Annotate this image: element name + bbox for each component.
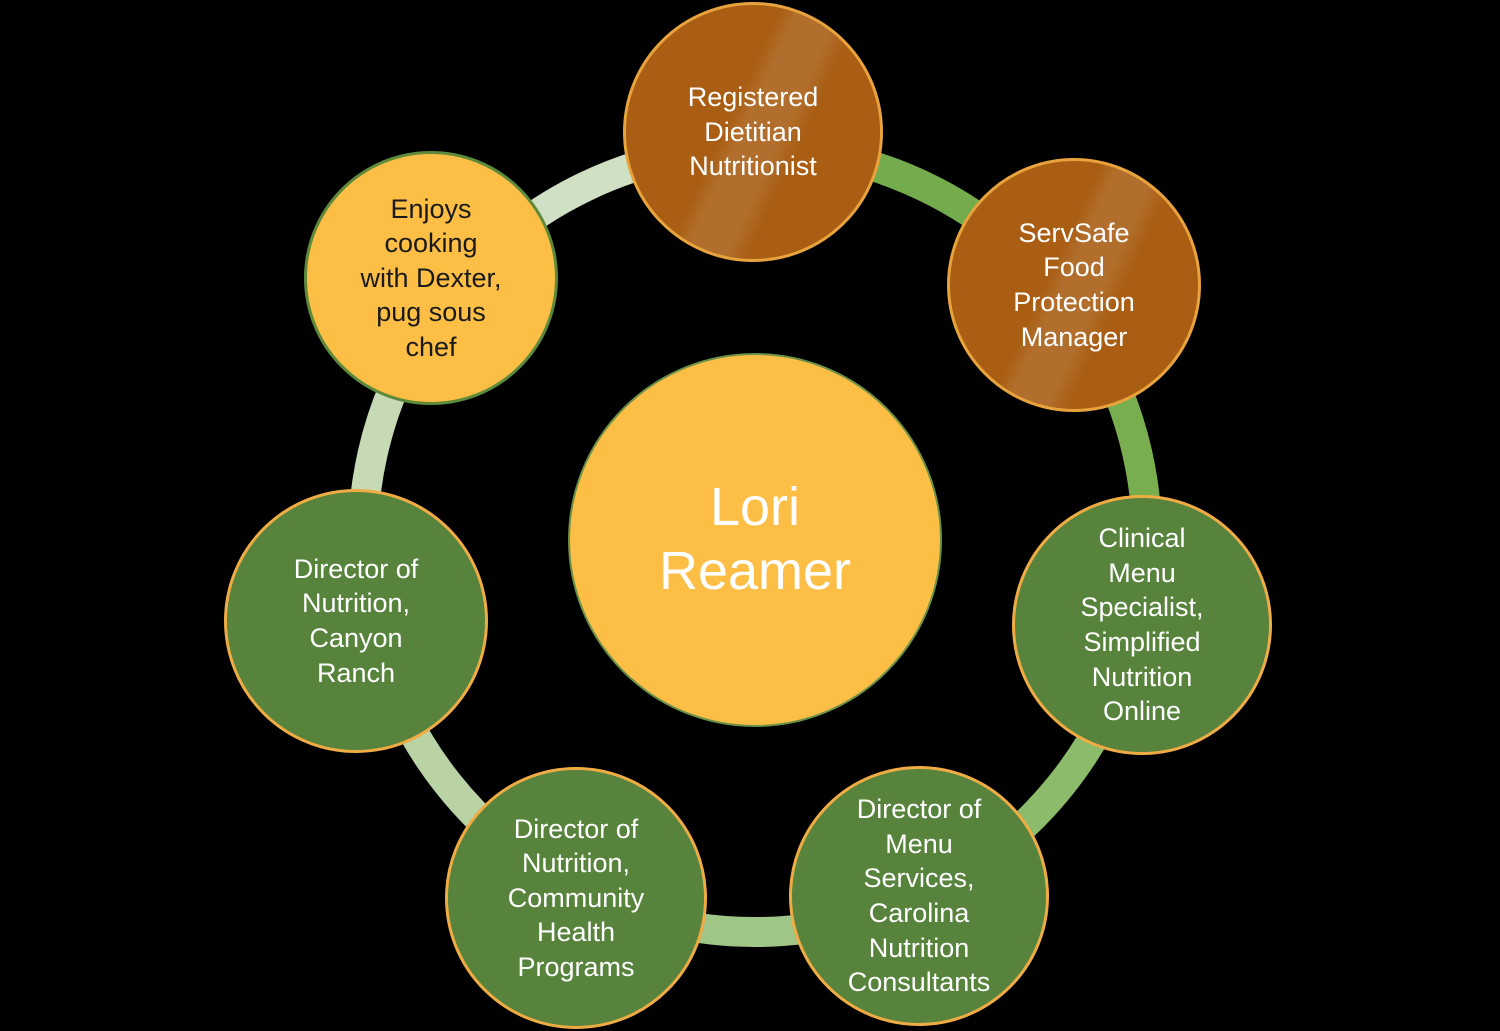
node-clinical-menu-specialist: Clinical Menu Specialist, Simplified Nut… — [1012, 495, 1272, 755]
node-servsafe-food-protection-manager: ServSafe Food Protection Manager — [947, 158, 1201, 412]
node-enjoys-cooking-with-dexter: Enjoys cooking with Dexter, pug sous che… — [304, 151, 558, 405]
node-registered-dietitian-nutritionist: Registered Dietitian Nutritionist — [623, 2, 883, 262]
node-director-of-nutrition-canyon-ranch: Director of Nutrition, Canyon Ranch — [224, 489, 488, 753]
node-center-lori-reamer: Lori Reamer — [568, 353, 942, 727]
node-director-of-nutrition-community: Director of Nutrition, Community Health … — [445, 767, 707, 1029]
node-director-of-menu-services: Director of Menu Services, Carolina Nutr… — [789, 766, 1049, 1026]
